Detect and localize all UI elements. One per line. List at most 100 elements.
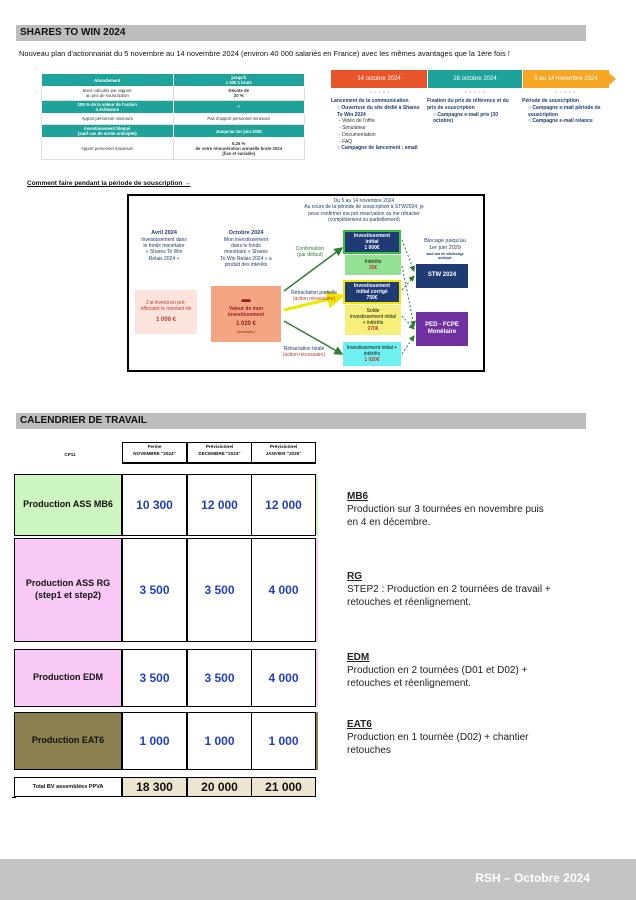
stray-mark (12, 797, 16, 798)
howto-link[interactable]: Comment faire pendant la période de sous… (27, 180, 191, 187)
calendar-cell: 3 500 (122, 538, 187, 642)
timeline-col-title: Lancement de la communication (331, 98, 409, 104)
diagram-preinvest-box: J'ai investi en pré- effectant le montan… (135, 290, 197, 334)
timeline-col-title: Période de souscription (522, 98, 579, 104)
stw-row-value: ✓ (172, 99, 305, 114)
diagram-confirmation: Confirmation (par défaut) (295, 246, 325, 259)
diagram-april: Avril 2024 Investissement dans le fonds … (141, 230, 187, 262)
stw-row-label: Apport personnel minimum (41, 112, 174, 125)
calendar-cell: 1 000 (187, 712, 252, 770)
calendar-row-strip (316, 474, 318, 536)
timeline-bullet: ○ Campagne e-mail relance (528, 118, 593, 125)
calendar-row-strip (316, 649, 318, 707)
timeline-arrow-icon (609, 73, 616, 85)
calendar-total-cell: 20 000 (187, 777, 252, 797)
intro-text: Nouveau plan d'actionnariat du 5 novembr… (19, 49, 510, 58)
calendar-cell: 12 000 (251, 474, 316, 536)
calendar-row-label: Production EAT6 (14, 712, 122, 770)
note-title: RG (347, 571, 362, 582)
diagram-retract-part: Rétractation partielle (action nécessair… (291, 290, 337, 303)
column-month: DECEMBRE "2024" (198, 451, 241, 457)
stw-table-row: Investissement bloqué (sauf cas de sorti… (41, 123, 305, 139)
calendar-cell: 4 000 (251, 649, 316, 707)
timeline-dots: • • • • • (555, 89, 577, 94)
calendar-cell: 1 000 (122, 712, 187, 770)
section-title-shares-to-win: SHARES TO WIN 2024 (16, 25, 586, 41)
timeline-col-2: Fixation du prix de référence et du prix… (427, 98, 515, 125)
calendar-row-strip (316, 538, 318, 642)
calendar-row-label: Production EDM (14, 649, 122, 707)
stw-row-value: jusqu'à 1 000 € bruts (172, 72, 305, 88)
timeline-bullet: ○ Campagne e-mail période de souscriptio… (528, 104, 601, 118)
note-title: MB6 (347, 491, 369, 502)
note-text: Production sur 3 tournées en novembre pu… (347, 504, 544, 529)
stw-row-label: Investissement bloqué (sauf cas de sorti… (41, 123, 174, 139)
column-status: Ferme (147, 444, 162, 449)
stw-table-row: 100 % de la valeur de l'action à échéanc… (41, 99, 305, 114)
note-text: Production en 2 tournées (D01 et D02) + … (347, 665, 528, 690)
stw-row-value: Décote de 20 % (172, 86, 305, 101)
timeline-col-title: Fixation du prix de référence et du prix… (427, 98, 509, 111)
timeline-dots: • • • • • (464, 89, 486, 94)
cash-icon: ▬ (241, 294, 251, 305)
diagram-top-text: Du 5 au 14 novembre 2024 Au cours de la … (304, 198, 424, 223)
note-text: STEP2 : Production en 2 tournées de trav… (347, 584, 551, 609)
calendar-cell: 3 500 (122, 649, 187, 707)
footer: RSH – Octobre 2024 (0, 859, 636, 900)
stw-row-value: 5,25 % de votre rémunération annuelle br… (172, 137, 305, 161)
timeline-bullet: ○ Ouverture du site dédié à Shares To Wi… (337, 104, 420, 118)
note-title: EAT6 (347, 719, 372, 730)
diagram-inv-initial: Investissement initial 1 000€ (343, 230, 401, 254)
diagram-valeur-box: ▬ Valeur de mon investissement 1 020 € (… (211, 286, 281, 342)
calendar-row-strip (316, 712, 318, 770)
subscription-diagram: Du 5 au 14 novembre 2024 Au cours de la … (127, 194, 485, 372)
timeline-sub: - Simulateur (339, 125, 366, 131)
calendar-cell: 10 300 (122, 474, 187, 536)
timeline-step-1: 14 octobre 2024 (331, 70, 427, 88)
diagram-retract-total: Rétractation totale (action nécessaire) (282, 346, 326, 359)
footer-text: RSH – Octobre 2024 (475, 871, 590, 885)
note-title: EDM (347, 652, 370, 663)
timeline-bullet: ○ Campagne de lancement : email (337, 145, 418, 152)
timeline-step-3: 5 au 14 novembre 2024 (523, 70, 609, 88)
timeline-step-2: 28 octobre 2024 (428, 70, 522, 88)
stw-row-label: Abondement (41, 72, 174, 88)
diagram-interets: Intérêts 20€ (345, 255, 401, 275)
diagram-stw-box: STW 2024 (416, 264, 468, 288)
stw-row-label: 100 % de la valeur de l'action à échéanc… (41, 99, 174, 114)
calendar-total-cell: 21 000 (251, 777, 316, 797)
stw-table-row: Bons calculés par rapport au prix de sou… (41, 86, 305, 101)
calendar-cell: 12 000 (187, 474, 252, 536)
column-status: Prévisionnel (205, 444, 234, 449)
calendar-cell: 3 500 (187, 538, 252, 642)
calendar-total-cell: 18 300 (122, 777, 187, 797)
stw-row-label: Bons calculés par rapport au prix de sou… (41, 86, 174, 101)
diagram-solde: Solde investissement initial + intérêts … (345, 305, 401, 335)
column-status: Prévisionnel (269, 444, 298, 449)
timeline-sub: - Vidéo de l'offre (339, 118, 376, 125)
timeline-sub: - FAQ (339, 138, 353, 145)
calendar-cell: 3 500 (187, 649, 252, 707)
stw-row-value: Pas d'apport personnel minimum (172, 112, 305, 125)
calendar-row-label: Production ASS RG (step1 et step2) (14, 538, 122, 642)
timeline-col-3: Période de souscription ○ Campagne e-mai… (522, 98, 614, 125)
timeline-dots: • • • • • (369, 89, 391, 94)
calendar-cell: 1 000 (251, 712, 316, 770)
calendar-total-label: Total BV assemblées PPVA (14, 777, 122, 797)
calendar-corner: CP11 (64, 452, 76, 457)
timeline-bullet: ○ Campagne e-mail prix (30 octobre) (433, 111, 498, 125)
calendar-note: EDM Production en 2 tournées (D01 et D02)… (347, 651, 527, 691)
stw-row-value: Jusqu'au 1er juin 2029 (172, 123, 305, 139)
column-month: NOVEMBRE "2024" (133, 451, 176, 457)
note-text: Production en 1 tournée (D02) + chantier… (347, 732, 529, 757)
calendar-note: RG STEP2 : Production en 2 tournées de tr… (347, 570, 551, 610)
diagram-inv-corrige: Investissement initial corrigé 750€ (343, 280, 401, 304)
